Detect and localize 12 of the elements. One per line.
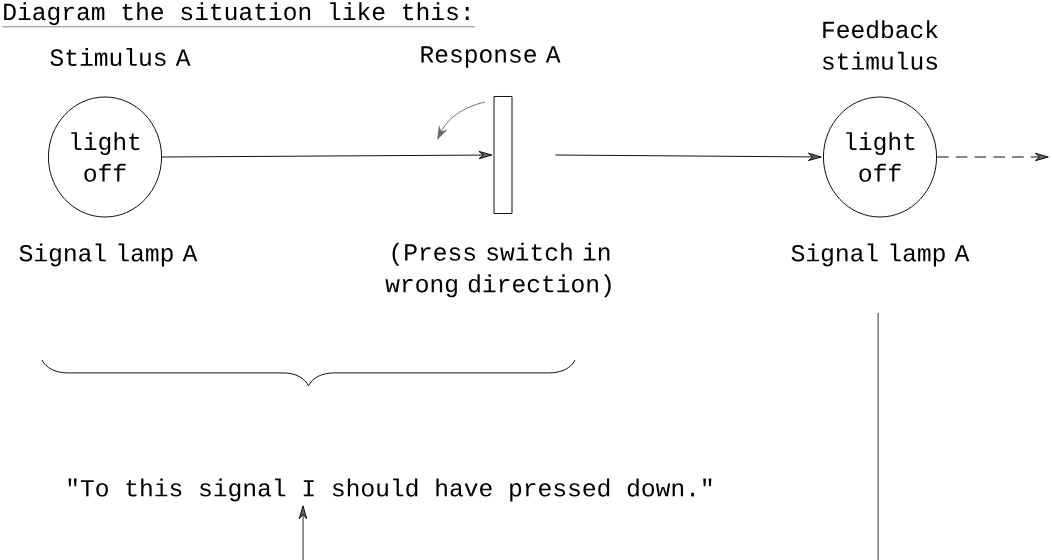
heading: Response A xyxy=(421,46,561,68)
arrow xyxy=(161,150,493,160)
heading: Stimulus A xyxy=(50,47,191,67)
node-label: Signal lamp A xyxy=(19,243,198,267)
heading: Feedback stimulus xyxy=(822,20,938,70)
arrow xyxy=(298,505,308,560)
node-label: (Press switch in wrong direction) xyxy=(385,242,611,298)
node-label: Signal lamp A xyxy=(791,243,970,267)
arrow xyxy=(555,152,822,162)
arrow xyxy=(936,152,1049,162)
title: Diagram the situation like this: xyxy=(2,2,475,28)
quote-text: "To this signal I should have pressed down." xyxy=(68,478,712,502)
